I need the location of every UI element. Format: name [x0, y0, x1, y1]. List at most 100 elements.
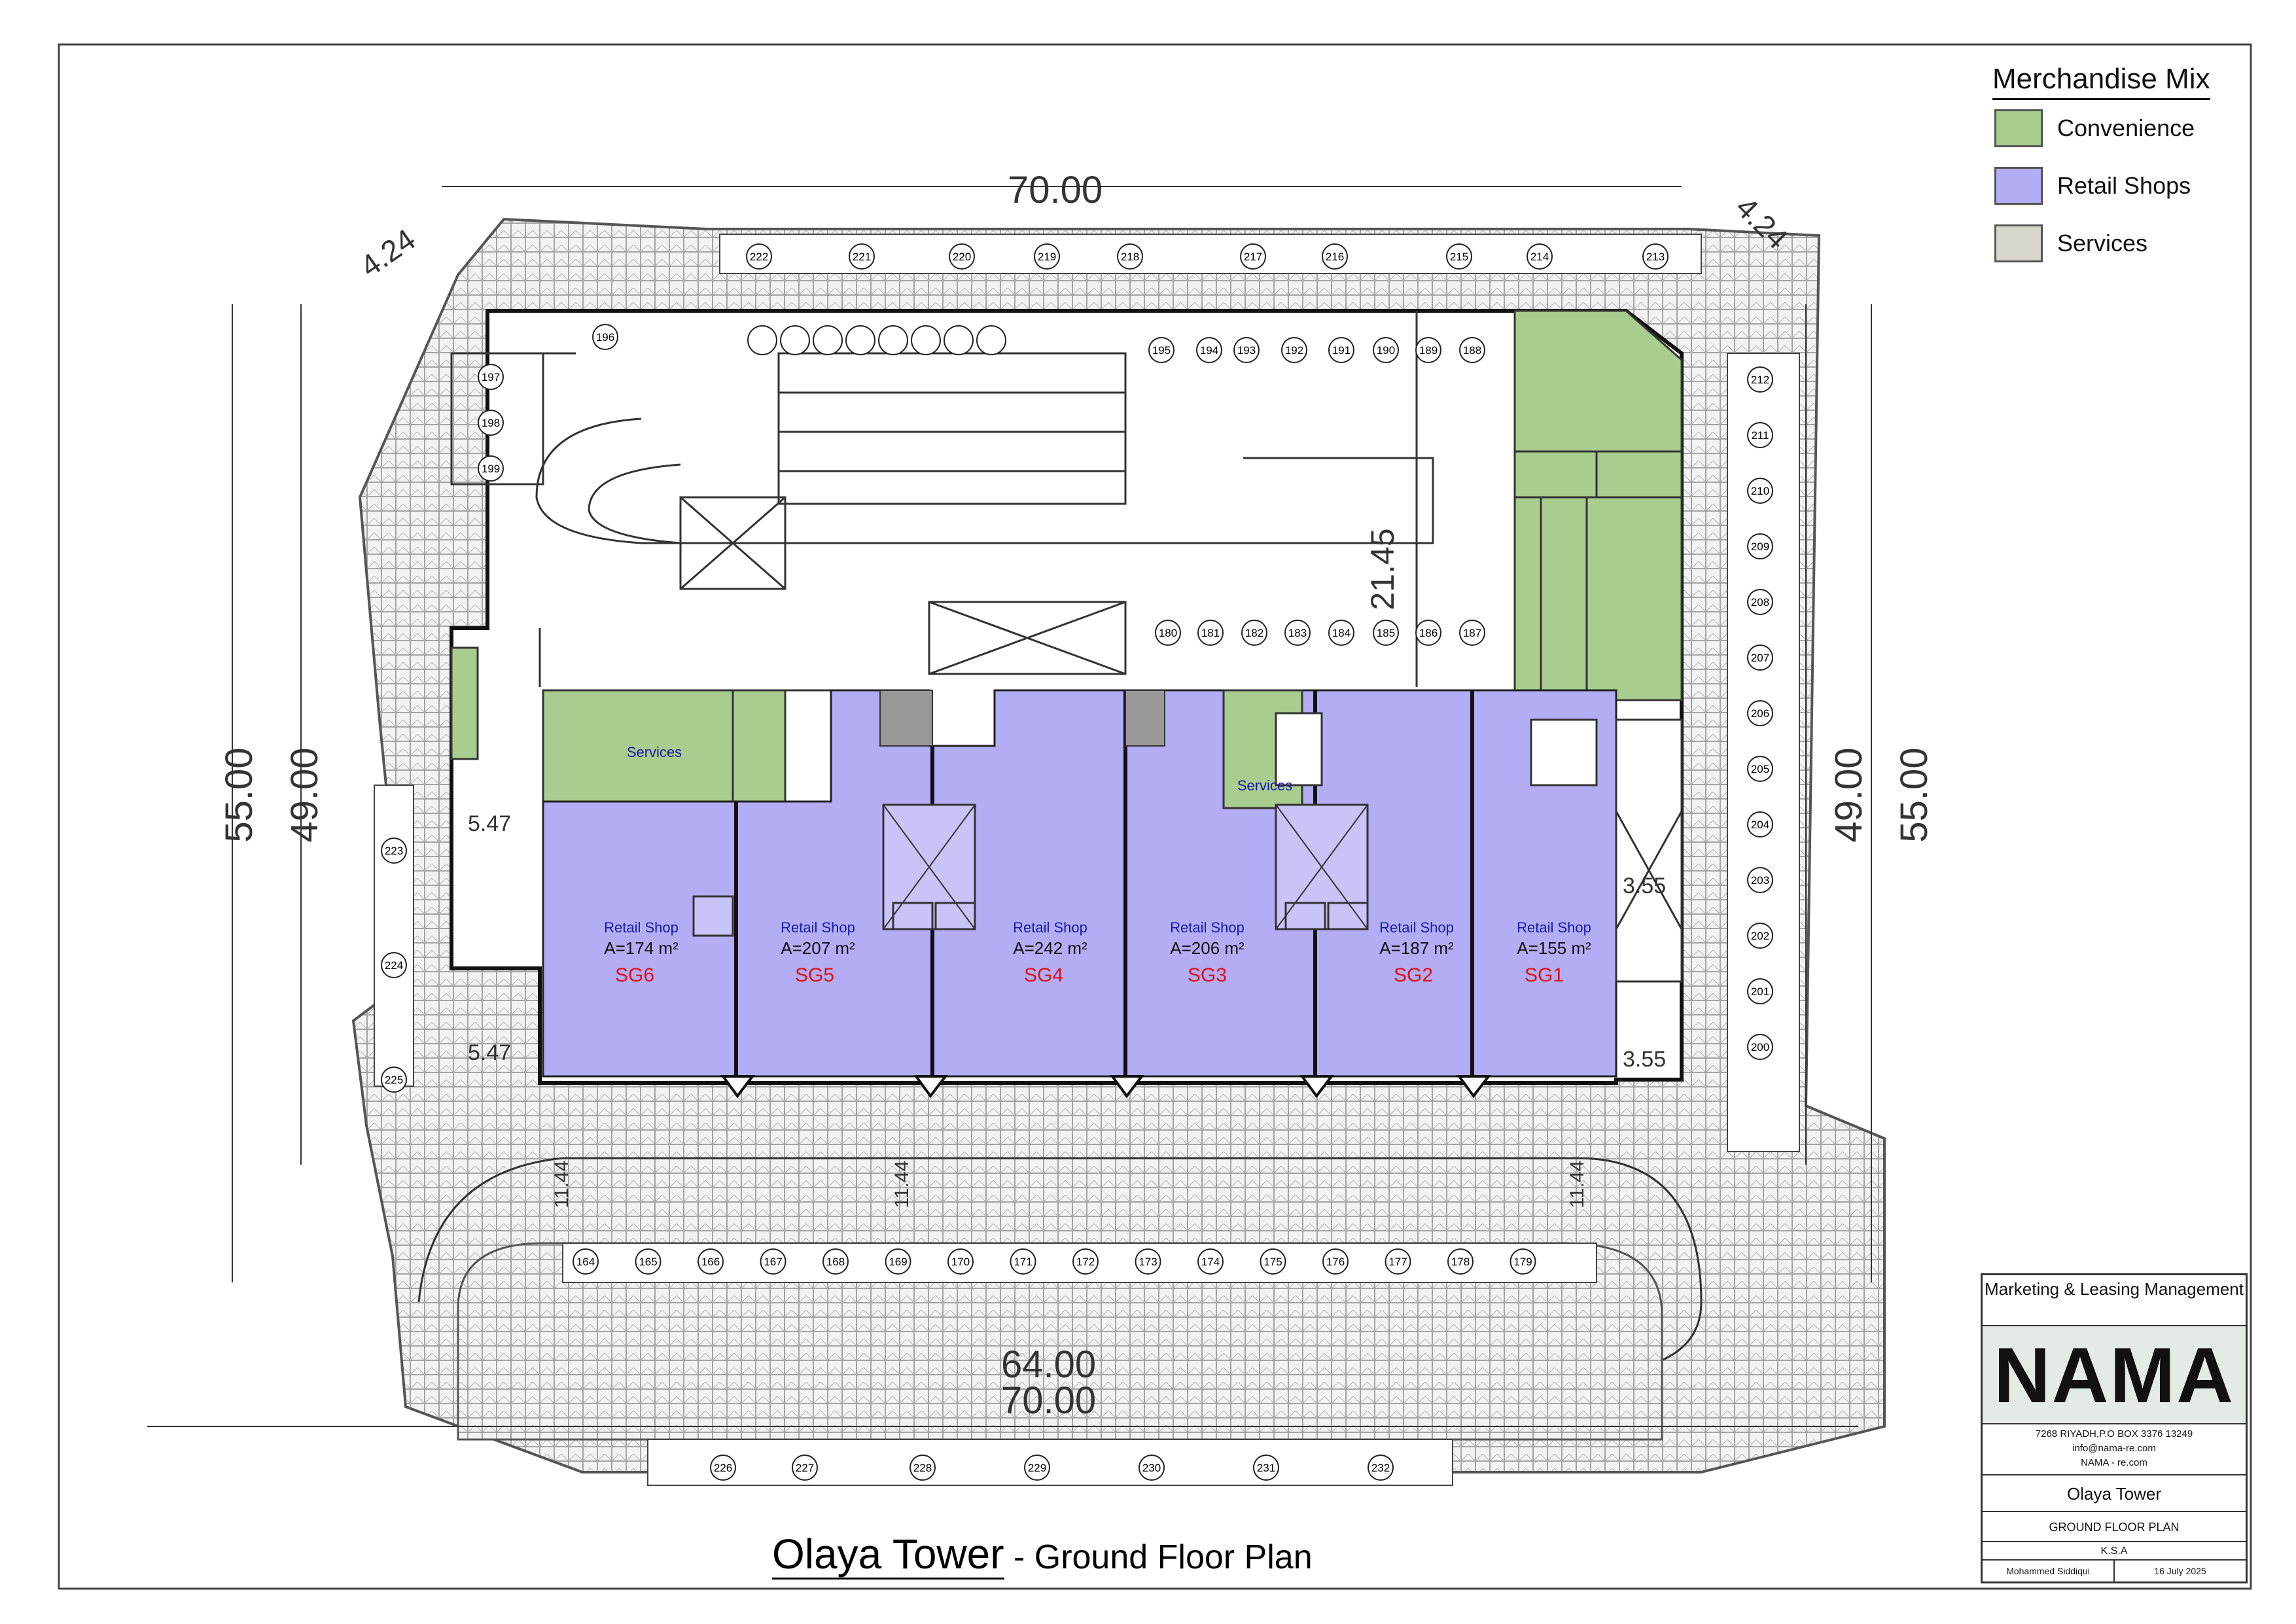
svg-text:167: 167	[764, 1256, 782, 1268]
parking-bay-number: 166	[698, 1248, 724, 1275]
company-email: info@nama-re.com	[2072, 1443, 2156, 1454]
parking-bay-number: 228	[910, 1455, 936, 1481]
svg-text:210: 210	[1751, 485, 1769, 497]
dim-right-lower: 3.55	[1623, 1047, 1666, 1072]
services-core-left	[450, 646, 839, 803]
svg-text:201: 201	[1751, 985, 1769, 998]
svg-text:214: 214	[1530, 251, 1549, 263]
parking-bay-number: 187	[1459, 620, 1485, 646]
parking-bay-number: 205	[1747, 756, 1773, 782]
page-title: Olaya Tower - Ground Floor Plan	[772, 1530, 1313, 1580]
svg-text:176: 176	[1326, 1256, 1345, 1268]
parking-bay-number: 176	[1322, 1248, 1349, 1275]
parking-bay-number: 224	[381, 952, 407, 978]
svg-text:226: 226	[714, 1462, 732, 1474]
svg-text:215: 215	[1450, 251, 1468, 263]
shop-type-label: Retail Shop	[1170, 919, 1245, 936]
dim-right-upper: 3.55	[1623, 874, 1666, 898]
right-parking-strip	[1727, 353, 1800, 1152]
svg-text:177: 177	[1388, 1256, 1407, 1268]
parking-bay-number: 211	[1747, 422, 1773, 448]
legend-title: Merchandise Mix	[1992, 63, 2210, 100]
author-date-row: Mohammed Siddiqui 16 July 2025	[1983, 1559, 2246, 1581]
svg-text:209: 209	[1751, 540, 1769, 553]
parking-bay-number: 194	[1196, 337, 1222, 363]
svg-text:199: 199	[482, 463, 500, 475]
svg-text:195: 195	[1152, 344, 1171, 357]
dim-corner-left: 4.24	[354, 222, 421, 283]
svg-text:219: 219	[1038, 251, 1056, 263]
parking-bay-number: 209	[1747, 533, 1773, 559]
svg-text:178: 178	[1451, 1256, 1470, 1268]
svg-text:203: 203	[1751, 874, 1769, 887]
shop-sg5: Retail Shop A=207 m² SG5	[781, 919, 855, 986]
parking-bay-number: 219	[1034, 243, 1060, 270]
svg-text:212: 212	[1751, 374, 1769, 386]
shop-id-label: SG5	[795, 964, 834, 986]
svg-text:229: 229	[1028, 1462, 1046, 1474]
parking-bay-number: 192	[1281, 337, 1307, 363]
svg-text:173: 173	[1139, 1256, 1157, 1268]
svg-text:211: 211	[1751, 429, 1769, 442]
right-stair-core	[1530, 718, 1683, 983]
legend-label: Services	[2057, 230, 2148, 256]
svg-text:198: 198	[482, 417, 500, 429]
parking-bay-number: 193	[1233, 337, 1260, 363]
convenience-block	[1513, 309, 1683, 720]
parking-bay-number: 208	[1747, 589, 1773, 615]
dim-bottom-outer: 70.00	[1001, 1379, 1096, 1422]
parking-bay-number: 227	[792, 1455, 818, 1481]
parking-bay-number: 169	[885, 1248, 911, 1275]
parking-bay-number: 229	[1024, 1455, 1050, 1481]
shop-sg2: Retail Shop A=187 m² SG2	[1379, 919, 1454, 986]
svg-text:190: 190	[1377, 344, 1395, 357]
svg-text:172: 172	[1076, 1256, 1095, 1268]
basement-ramp	[450, 311, 1434, 687]
title-block: Marketing & Leasing Management NAMA 7268…	[1981, 1273, 2248, 1583]
parking-bay-number: 168	[822, 1248, 849, 1275]
shop-type-label: Retail Shop	[781, 919, 855, 936]
title-block-header: Marketing & Leasing Management	[1984, 1279, 2244, 1299]
parking-bay-number: 197	[478, 364, 504, 390]
dim-top: 70.00	[1008, 169, 1103, 211]
svg-text:192: 192	[1285, 344, 1303, 357]
parking-bay-number: 218	[1117, 243, 1143, 270]
svg-text:174: 174	[1201, 1256, 1220, 1268]
svg-text:220: 220	[953, 251, 971, 263]
svg-text:218: 218	[1121, 251, 1139, 263]
parking-bay-number: 195	[1148, 337, 1174, 363]
parking-bay-number: 206	[1747, 700, 1773, 726]
svg-text:216: 216	[1326, 251, 1344, 263]
parking-bay-number: 170	[947, 1248, 974, 1275]
svg-text:165: 165	[639, 1256, 657, 1268]
parking-bay-number: 167	[760, 1248, 786, 1275]
svg-text:170: 170	[951, 1256, 970, 1268]
left-parking-strip	[374, 785, 414, 1087]
shop-id-label: SG4	[1024, 964, 1063, 986]
parking-bay-number: 174	[1197, 1248, 1224, 1275]
svg-text:184: 184	[1332, 627, 1351, 639]
svg-text:183: 183	[1288, 627, 1307, 639]
parking-bay-number: 226	[710, 1455, 736, 1481]
svg-text:179: 179	[1513, 1256, 1532, 1268]
parking-bay-number: 165	[635, 1248, 662, 1275]
parking-bay-number: 190	[1373, 337, 1399, 363]
parking-bay-number: 200	[1747, 1034, 1773, 1060]
parking-bay-number: 184	[1328, 620, 1354, 646]
svg-text:227: 227	[796, 1462, 814, 1474]
services-core-middle	[879, 689, 1323, 809]
shop-area-label: A=242 m²	[1013, 938, 1087, 958]
parking-bay-number: 182	[1241, 620, 1267, 646]
shop-type-label: Retail Shop	[604, 919, 679, 936]
svg-text:208: 208	[1751, 596, 1769, 609]
parking-bay-number: 186	[1415, 620, 1441, 646]
parking-bay-number: 210	[1747, 478, 1773, 504]
dim-right-outer: 55.00	[1893, 747, 1935, 842]
parking-bay-number: 171	[1010, 1248, 1036, 1275]
svg-text:202: 202	[1751, 930, 1769, 942]
parking-bay-number: 164	[573, 1248, 599, 1275]
shop-type-label: Retail Shop	[1013, 919, 1087, 936]
parking-bay-number: 223	[381, 838, 407, 864]
svg-text:194: 194	[1200, 344, 1218, 357]
page-title-sub: - Ground Floor Plan	[1004, 1538, 1313, 1576]
